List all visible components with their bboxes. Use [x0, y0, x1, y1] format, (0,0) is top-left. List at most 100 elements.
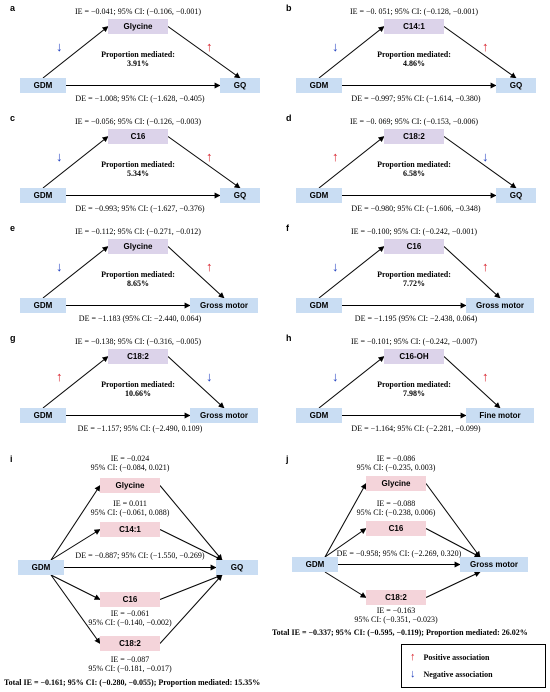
path-b-arrow-i-1: [159, 485, 223, 561]
path-a-arrow-f: [318, 246, 385, 299]
proportion-value-g: 10.66%: [125, 389, 151, 398]
path-b-arrow-c: [167, 136, 241, 189]
panel-letter-g: g: [10, 333, 16, 343]
mediator-box-f: C16: [384, 239, 444, 254]
ie-line1-i-4: IE = −0.087: [110, 655, 150, 664]
proportion-label-h: Proportion mediated:: [377, 380, 451, 389]
ie-text-c: IE = −0.056; 95% CI: (−0.126, −0.003): [74, 117, 202, 126]
ie-text-d: IE = −0. 069; 95% CI: (−0.153, −0.006): [349, 117, 479, 126]
outcome-box-g: Gross motor: [190, 408, 258, 423]
mediator-box-i-3: C16: [100, 592, 160, 607]
outcome-box-d: GQ: [496, 188, 536, 203]
proportion-label-d: Proportion mediated:: [377, 160, 451, 169]
direction-arrow-icon-a-right: ↑: [206, 39, 213, 54]
mediator-box-g: C18:2: [108, 349, 168, 364]
exposure-box-j: GDM: [292, 557, 338, 572]
ie-line1-i-3: IE = −0.061: [110, 609, 150, 618]
proportion-value-a: 3.91%: [127, 59, 149, 68]
path-a-arrow-e: [42, 246, 109, 299]
de-text-a: DE = −1.008; 95% CI: (−1.628, −0.405): [75, 94, 205, 103]
direction-arrow-icon-e-right: ↑: [206, 259, 213, 274]
ie-text-a: IE = −0.041; 95% CI: (−0.106, −0.001): [74, 7, 202, 16]
proportion-label-f: Proportion mediated:: [377, 270, 451, 279]
path-b-arrow-i-2: [159, 529, 223, 561]
proportion-value-b: 4.86%: [403, 59, 425, 68]
direction-arrow-icon-g-right: ↓: [206, 369, 213, 384]
path-a-arrow-i-3: [50, 574, 101, 600]
outcome-box-a: GQ: [220, 78, 260, 93]
path-a-arrow-i-1: [50, 484, 101, 561]
proportion-value-h: 7.98%: [403, 389, 425, 398]
path-b-arrow-f: [443, 246, 501, 299]
mediator-box-i-2: C14:1: [100, 522, 160, 537]
direction-arrow-icon-f-right: ↑: [482, 259, 489, 274]
outcome-box-b: GQ: [496, 78, 536, 93]
mediator-box-i-4: C18:2: [100, 636, 160, 651]
path-b-arrow-e: [167, 246, 225, 299]
ie-line2-j-3: 95% CI: (−0.351, −0.023): [354, 615, 438, 624]
path-a-arrow-j-2: [324, 528, 367, 558]
ie-text-e: IE = −0.112; 95% CI: (−0.271, −0.012): [75, 227, 201, 236]
ie-line2-i-1: 95% CI: (−0.084, 0.021): [90, 463, 170, 472]
outcome-box-c: GQ: [220, 188, 260, 203]
outcome-box-i: GQ: [216, 560, 258, 575]
de-text-f: DE = −1.195 (95% CI: −2.438, 0.064): [354, 314, 478, 323]
de-text-h: DE = −1.164; 95% CI: (−2.281, −0.099): [351, 424, 481, 433]
direction-arrow-icon-a-left: ↓: [56, 39, 63, 54]
direction-arrow-icon-c-right: ↑: [206, 149, 213, 164]
outcome-box-e: Gross motor: [190, 298, 258, 313]
proportion-value-c: 5.34%: [127, 169, 149, 178]
direction-arrow-icon-h-right: ↑: [482, 369, 489, 384]
path-b-arrow-h: [443, 356, 501, 409]
total-ie-i: Total IE = −0.161; 95% CI: (−0.280, −0.0…: [4, 678, 261, 687]
path-b-arrow-j-2: [425, 528, 481, 558]
mediator-box-j-3: C18:2: [366, 590, 426, 605]
path-b-arrow-i-3: [159, 574, 223, 600]
up-arrow-icon: ↑: [410, 651, 416, 663]
ie-line1-j-3: IE = −0.163: [376, 606, 416, 615]
de-text-e: DE = −1.183 (95% CI: −2.440, 0.064): [78, 314, 202, 323]
path-a-arrow-h: [318, 356, 385, 409]
mediator-box-d: C18:2: [384, 129, 444, 144]
panel-letter-d: d: [286, 113, 292, 123]
de-text-b: DE = −0.997; 95% CI: (−1.614, −0.380): [351, 94, 481, 103]
mediator-box-a: Glycine: [108, 19, 168, 34]
path-b-arrow-a: [167, 26, 241, 79]
exposure-box-b: GDM: [296, 78, 342, 93]
ie-line1-j-1: IE = −0.086: [376, 454, 416, 463]
mediator-box-h: C16-OH: [384, 349, 444, 364]
ie-line2-i-3: 95% CI: (−0.140, −0.002): [88, 618, 172, 627]
ie-line2-i-2: 95% CI: (−0.061, 0.088): [90, 508, 170, 517]
path-a-arrow-c: [42, 136, 109, 189]
legend-negative: ↓ Negative association: [410, 668, 493, 680]
ie-line2-i-4: 95% CI: (−0.181, −0.017): [88, 664, 172, 673]
direction-arrow-icon-d-left: ↑: [332, 149, 339, 164]
path-a-arrow-d: [318, 136, 385, 189]
ie-line1-j-2: IE = −0.088: [376, 499, 416, 508]
panel-letter-f: f: [286, 223, 289, 233]
ie-text-b: IE = −0. 051; 95% CI: (−0.128, −0.001): [349, 7, 479, 16]
direction-arrow-icon-b-left: ↓: [332, 39, 339, 54]
ie-text-h: IE = −0.101; 95% CI: (−0.242, −0.007): [350, 337, 478, 346]
path-b-arrow-j-1: [425, 483, 481, 558]
ie-line2-j-2: 95% CI: (−0.238, 0.006): [356, 508, 436, 517]
mediator-box-i-1: Glycine: [100, 478, 160, 493]
path-a-arrow-i-4: [50, 574, 101, 644]
de-text-j: DE = −0.958; 95% CI: (−2.269, 0.320): [336, 549, 462, 558]
direction-arrow-icon-e-left: ↓: [56, 259, 63, 274]
direction-arrow-icon-c-left: ↓: [56, 149, 63, 164]
exposure-box-e: GDM: [20, 298, 66, 313]
mediator-box-j-2: C16: [366, 521, 426, 536]
panel-letter-e: e: [10, 223, 16, 233]
direction-arrow-icon-h-left: ↓: [332, 369, 339, 384]
proportion-value-d: 6.58%: [403, 169, 425, 178]
outcome-box-h: Fine motor: [466, 408, 534, 423]
legend: ↑ Positive association ↓ Negative associ…: [401, 644, 546, 688]
exposure-box-i: GDM: [18, 560, 64, 575]
path-a-arrow-g: [42, 356, 109, 409]
path-b-arrow-i-4: [159, 574, 223, 644]
path-b-arrow-j-3: [425, 571, 481, 598]
de-text-i: DE = −0.887; 95% CI: (−1.550, −0.269): [75, 551, 205, 560]
